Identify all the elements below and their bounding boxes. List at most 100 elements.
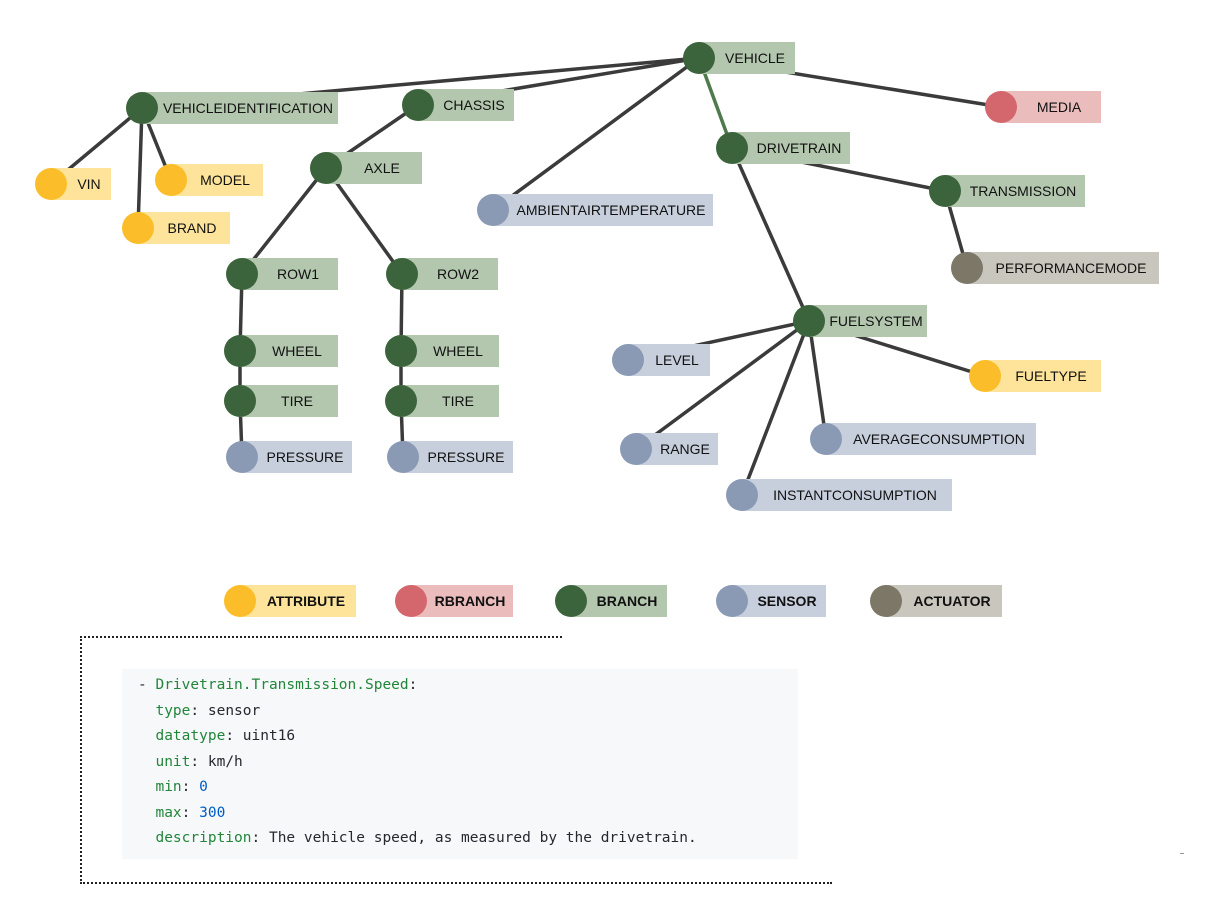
legend-branch: BRANCH (555, 585, 667, 617)
edge-fuelsystem-range (634, 319, 811, 451)
node-axle-label: AXLE (364, 160, 400, 176)
node-pressure1: PRESSURE (226, 441, 352, 473)
node-media-label: MEDIA (1037, 99, 1082, 115)
legend-rbranch-pill (411, 585, 513, 617)
frame-left-border (80, 636, 82, 884)
legend-actuator-pill (886, 585, 1002, 617)
max-key: max (155, 804, 182, 821)
code-line-min: min: 0 (155, 779, 208, 795)
sensor-dot-icon (226, 441, 258, 473)
node-wheel2-pill (401, 335, 499, 367)
node-fueltype-label: FUELTYPE (1015, 368, 1086, 384)
rbranch-dot-icon (985, 91, 1017, 123)
branch-dot-icon (310, 152, 342, 184)
node-drivetrain-pill (732, 132, 850, 164)
attribute-dot-icon (969, 360, 1001, 392)
node-media-pill (1001, 91, 1101, 123)
node-pressure1-pill (242, 441, 352, 473)
node-tire2-label: TIRE (442, 393, 474, 409)
code-line-unit: unit: km/h (155, 753, 243, 770)
datatype-key: datatype (155, 728, 226, 744)
node-brand: BRAND (122, 212, 230, 244)
node-pressure2: PRESSURE (387, 441, 513, 473)
node-tire1: TIRE (224, 385, 338, 417)
description-key: description (155, 830, 252, 846)
node-tire1-pill (240, 385, 338, 417)
node-pressure2-pill (403, 441, 513, 473)
branch-dot-icon (385, 385, 417, 417)
sensor-dot-icon (726, 479, 758, 511)
branch-dot-icon (555, 585, 587, 617)
node-transmission: TRANSMISSION (929, 175, 1085, 207)
max-value: 300 (199, 804, 226, 821)
node-range-label: RANGE (660, 441, 710, 457)
frame-top-border (80, 636, 562, 638)
edge-axle-row1 (240, 166, 328, 276)
sensor-dot-icon (387, 441, 419, 473)
stray-mark (1180, 853, 1184, 854)
code-line-datatype: datatype: uint16 (155, 728, 296, 744)
branch-dot-icon (683, 42, 715, 74)
node-level: LEVEL (612, 344, 710, 376)
edge-drivetrain-fuelsystem (730, 147, 811, 322)
node-vin: VIN (35, 168, 111, 200)
node-brand-label: BRAND (167, 220, 216, 236)
code-line-max: max: 300 (155, 804, 226, 821)
sensor-dot-icon (477, 194, 509, 226)
node-wheel2-label: WHEEL (433, 343, 483, 359)
branch-dot-icon (226, 258, 258, 290)
node-fuelsystem-pill (809, 305, 927, 337)
legend-actuator: ACTUATOR (870, 585, 1002, 617)
legend-sensor-label: SENSOR (757, 593, 816, 609)
legend-rbranch-label: RBRANCH (435, 593, 506, 609)
legend-actuator-label: ACTUATOR (913, 593, 990, 609)
node-row2: ROW2 (386, 258, 498, 290)
node-chassis-label: CHASSIS (443, 97, 504, 113)
node-pressure1-label: PRESSURE (266, 449, 343, 465)
node-ambientairtemperature-pill (493, 194, 713, 226)
node-fueltype: FUELTYPE (969, 360, 1101, 392)
unit-key: unit (155, 753, 191, 770)
legend-attribute-label: ATTRIBUTE (267, 593, 345, 609)
branch-dot-icon (793, 305, 825, 337)
node-averageconsumption-pill (826, 423, 1036, 455)
branch-dot-icon (224, 385, 256, 417)
legend: ATTRIBUTE RBRANCH BRANCH SENSOR ACTUATOR (224, 585, 1002, 617)
attribute-dot-icon (35, 168, 67, 200)
node-tire2-pill (401, 385, 499, 417)
actuator-dot-icon (951, 252, 983, 284)
node-chassis: CHASSIS (402, 89, 514, 121)
type-key: type (155, 702, 191, 719)
vehicle-signal-tree: VEHICLE VEHICLEIDENTIFICATION CHASSIS MEDIA… (35, 42, 1159, 617)
node-vehicleidentification: VEHICLEIDENTIFICATION (126, 92, 338, 124)
datatype-value: uint16 (242, 728, 296, 744)
tree-nodes: VEHICLE VEHICLEIDENTIFICATION CHASSIS MEDIA… (35, 42, 1159, 511)
node-vehicle-label: VEHICLE (725, 50, 785, 66)
node-drivetrain-label: DRIVETRAIN (757, 140, 842, 156)
node-vehicleidentification-label: VEHICLEIDENTIFICATION (163, 100, 333, 116)
edge-fuelsystem-averageconsumption (807, 320, 828, 440)
sensor-dot-icon (716, 585, 748, 617)
node-averageconsumption-label: AVERAGECONSUMPTION (853, 431, 1025, 447)
node-wheel1-label: WHEEL (272, 343, 322, 359)
node-wheel1-pill (240, 335, 338, 367)
edge-vehicleidentification-brand (136, 107, 144, 229)
code-frame (80, 636, 832, 884)
node-drivetrain: DRIVETRAIN (716, 132, 850, 164)
node-range: RANGE (620, 433, 718, 465)
node-vehicleidentification-pill (142, 92, 338, 124)
type-value: sensor (207, 702, 261, 719)
sensor-dot-icon (612, 344, 644, 376)
actuator-dot-icon (870, 585, 902, 617)
node-instantconsumption: INSTANTCONSUMPTION (726, 479, 952, 511)
node-transmission-pill (945, 175, 1085, 207)
frame-bottom-border (80, 882, 832, 884)
code-line-type: type: sensor (155, 702, 261, 719)
node-fuelsystem: FUELSYSTEM (793, 305, 927, 337)
branch-dot-icon (126, 92, 158, 124)
vss-yaml-code-block: - Drivetrain.Transmission.Speed: type: s… (122, 669, 798, 859)
node-row1: ROW1 (226, 258, 338, 290)
branch-dot-icon (716, 132, 748, 164)
node-tire1-label: TIRE (281, 393, 313, 409)
node-fuelsystem-label: FUELSYSTEM (829, 313, 922, 329)
